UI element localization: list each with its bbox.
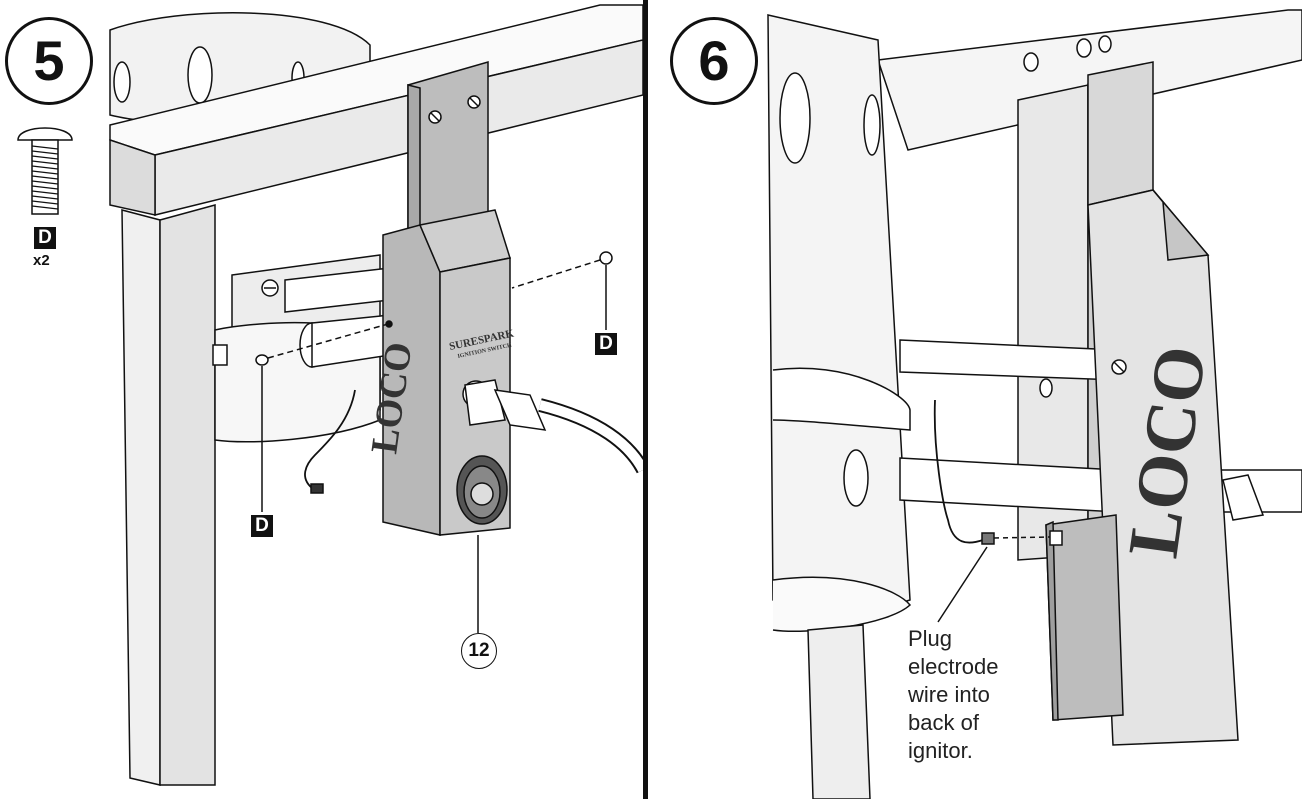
screw-d-left bbox=[255, 323, 389, 512]
step-6-instruction: Plug electrode wire into back of ignitor… bbox=[908, 626, 999, 763]
part-tag-d-left: D bbox=[251, 515, 273, 537]
ignitor-bracket-mounted bbox=[1039, 61, 1239, 746]
step-5-panel: LOCO SURESPARK IGNITION SWITCH 5 D x2 D … bbox=[0, 0, 643, 799]
ignitor-bracket bbox=[382, 61, 511, 536]
frame-leg bbox=[121, 204, 216, 786]
hardware-d-label: D bbox=[34, 227, 56, 249]
panel-divider bbox=[643, 0, 648, 799]
frame-top-rail bbox=[109, 4, 643, 216]
step-5-illustration: LOCO SURESPARK IGNITION SWITCH bbox=[109, 4, 643, 786]
step-6-panel: LOCO 6 Plug electrode wire into back of … bbox=[648, 0, 1302, 799]
gas-tube bbox=[284, 267, 391, 368]
screw-d-right bbox=[511, 251, 613, 330]
hardware-d-quantity: x2 bbox=[33, 252, 50, 269]
ignitor-module bbox=[1045, 514, 1124, 721]
screw-d-icon bbox=[17, 127, 73, 215]
part-12-callout: 12 bbox=[461, 633, 497, 669]
burner-wall bbox=[767, 14, 911, 614]
step-5-number: 5 bbox=[5, 17, 93, 105]
step-6-illustration: LOCO bbox=[767, 9, 1302, 799]
part-tag-d-right: D bbox=[595, 333, 617, 355]
gas-hose bbox=[464, 379, 643, 474]
step-6-number: 6 bbox=[670, 17, 758, 105]
